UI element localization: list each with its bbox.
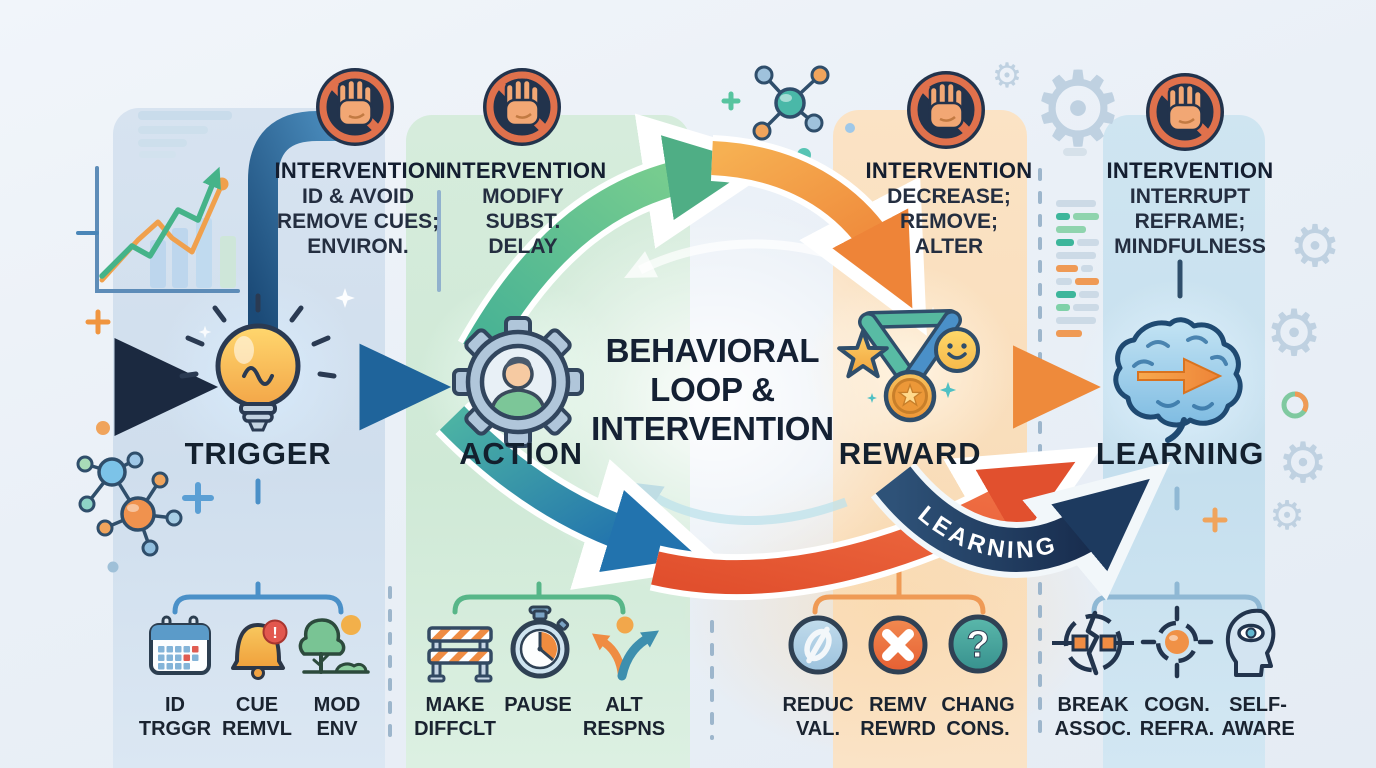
intervention-line: REMOVE; xyxy=(899,210,998,233)
calendar-icon xyxy=(149,615,211,675)
gear-icon: ⚙ xyxy=(991,57,1023,95)
diagram-title: BEHAVIORAL LOOP & INTERVENTION xyxy=(591,332,834,447)
svg-text:!: ! xyxy=(272,625,277,642)
null-circle-icon xyxy=(788,615,848,675)
trigger-label: TRIGGER xyxy=(184,436,332,471)
tree-icon xyxy=(298,615,370,674)
faint-loop-arrow xyxy=(630,482,848,525)
stopwatch-icon xyxy=(510,605,570,679)
molecule-icon xyxy=(76,451,183,573)
intervention-line: ENVIRON. xyxy=(307,235,409,258)
learning-feedback-ribbon: LEARNING xyxy=(870,461,1171,601)
gear-icon: ⚙ xyxy=(1269,494,1305,538)
intervention-heading: INTERVENTION xyxy=(865,158,1033,183)
dot-decoration xyxy=(96,421,110,435)
intervention-heading: INTERVENTION xyxy=(439,158,607,183)
intervention-line: DECREASE; xyxy=(887,185,1011,208)
reward-intervention-note: INTERVENTION DECREASE; REMOVE; ALTER xyxy=(834,158,1064,259)
gear-icon: ⚙ xyxy=(1031,52,1125,168)
learning-label: LEARNING xyxy=(1095,436,1265,471)
stop-hand-icon xyxy=(483,68,561,146)
intervention-line: MODIFY xyxy=(482,185,564,208)
item-label: PAUSE xyxy=(504,694,572,716)
intervention-line: INTERRUPT xyxy=(1129,185,1251,208)
intervention-heading: INTERVENTION xyxy=(274,158,442,183)
stop-hand-icon xyxy=(907,71,985,149)
intervention-heading: INTERVENTION xyxy=(1106,158,1274,183)
crosshair-target-icon xyxy=(1140,605,1214,679)
faint-loop-arrow xyxy=(624,239,854,278)
break-association-icon xyxy=(1052,610,1134,676)
chart-decoration-icon xyxy=(76,111,240,293)
learning-bracket xyxy=(1091,486,1263,615)
barrier-icon xyxy=(427,626,493,683)
trigger-bracket xyxy=(172,478,344,615)
lightbulb-icon xyxy=(179,293,337,432)
gear-icon: ⚙ xyxy=(1277,431,1329,494)
brain-learning-icon xyxy=(1113,317,1243,443)
svg-text:?: ? xyxy=(966,624,989,666)
intervention-line: DELAY xyxy=(488,235,558,258)
trigger-intervention-note: INTERVENTION ID & AVOID REMOVE CUES; ENV… xyxy=(243,158,473,259)
x-circle-icon xyxy=(868,615,928,675)
reward-label: REWARD xyxy=(838,436,982,471)
plus-decoration-icon xyxy=(85,309,1228,533)
action-label: ACTION xyxy=(459,436,583,471)
intervention-line: MINDFULNESS xyxy=(1114,235,1266,258)
gear-icon: ⚙ xyxy=(1265,297,1323,369)
medal-reward-icon xyxy=(837,309,980,423)
intervention-line: SUBST. xyxy=(485,210,561,233)
intervention-line: REFRAME; xyxy=(1134,210,1246,233)
bell-alert-icon: ! xyxy=(231,619,288,680)
gear-person-icon xyxy=(452,316,584,448)
question-circle-icon: ? xyxy=(948,614,1008,674)
head-eye-icon xyxy=(1225,608,1276,677)
blue-corner-arc xyxy=(248,111,352,330)
intervention-line: ALTER xyxy=(914,235,984,258)
action-intervention-note: INTERVENTION MODIFY SUBST. DELAY xyxy=(408,158,638,259)
intervention-line: ID & AVOID xyxy=(301,185,414,208)
loop-arrows xyxy=(435,113,1103,601)
item-label: SELF-AWARE xyxy=(1221,694,1295,740)
stop-hand-icon xyxy=(316,68,394,146)
ring-decoration-icon xyxy=(1281,391,1309,419)
intervention-line: REMOVE CUES; xyxy=(276,210,440,233)
gear-icon: ⚙ xyxy=(1289,214,1341,279)
diverging-arrows-icon xyxy=(592,616,659,681)
task-list-decoration xyxy=(1056,148,1099,337)
stop-hand-icon xyxy=(1146,73,1224,151)
learning-intervention-note: INTERVENTION INTERRUPT REFRAME; MINDFULN… xyxy=(1075,158,1305,259)
item-label: COGN.REFRA. xyxy=(1139,694,1215,740)
